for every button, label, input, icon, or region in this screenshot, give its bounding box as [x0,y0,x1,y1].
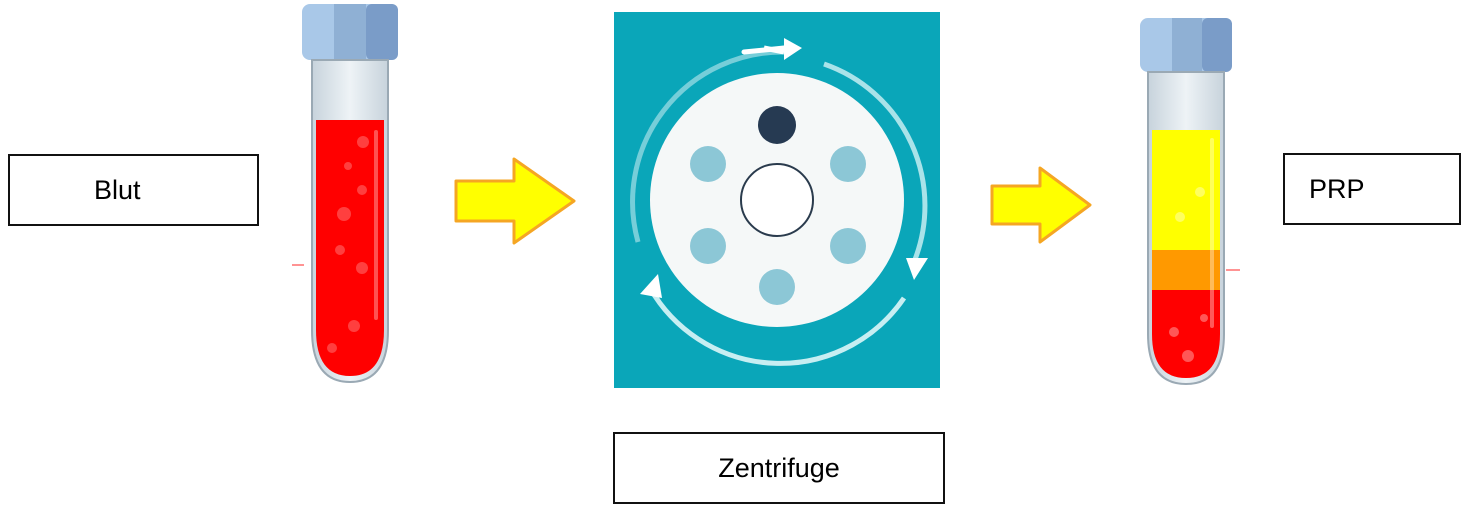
separated-tube-icon [1140,18,1240,386]
right-arrow-icon [990,166,1092,244]
prp-label-box: PRP [1283,153,1461,225]
right-arrow-icon [454,157,576,245]
centrifuge-icon [614,12,940,388]
blut-label: Blut [94,174,141,205]
zentrifuge-label: Zentrifuge [718,452,840,483]
blut-label-box: Blut [8,154,259,226]
prp-label: PRP [1309,173,1365,204]
zentrifuge-label-box: Zentrifuge [613,432,945,504]
blood-tube-icon [292,4,398,384]
